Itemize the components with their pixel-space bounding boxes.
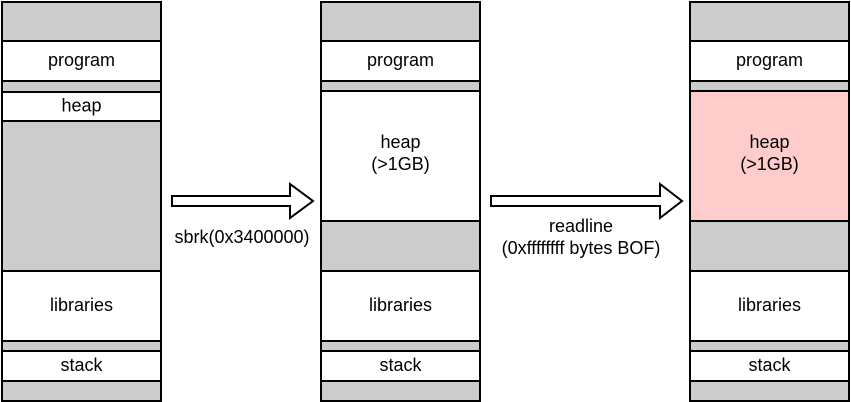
segment-free-space — [1, 1, 162, 42]
segment-label-heap: heap(>1GB) — [371, 132, 430, 174]
segment-free-space — [320, 220, 481, 272]
segment-label-program: program — [367, 50, 434, 70]
segment-free-space — [689, 220, 850, 272]
segment-program — [689, 40, 850, 82]
arrow-sbrk-label: sbrk(0x3400000) — [174, 227, 309, 247]
segment-free-space — [1, 80, 162, 93]
segment-free-space — [1, 380, 162, 402]
segment-label-heap: heap — [61, 96, 101, 116]
segment-label-stack: stack — [379, 355, 422, 375]
segment-label-heap: heap(>1GB) — [740, 132, 799, 174]
memory-column-initial: program heap libraries stack — [1, 1, 162, 402]
arrow-sbrk: sbrk(0x3400000) — [171, 182, 315, 247]
segment-free-space — [320, 340, 481, 352]
segment-free-space — [1, 340, 162, 352]
segment-libraries — [1, 270, 162, 342]
memory-column-after-readline: program heap(>1GB) libraries stack — [689, 1, 850, 402]
segment-label-program: program — [736, 50, 803, 70]
segment-free-space — [689, 340, 850, 352]
segment-heap — [320, 90, 481, 222]
arrow-readline-shape — [490, 181, 684, 221]
arrow-readline: readline(0xffffffff bytes BOF) — [490, 181, 684, 258]
segment-label-libraries: libraries — [369, 295, 432, 315]
segment-stack — [1, 350, 162, 382]
segment-label-libraries: libraries — [738, 295, 801, 315]
segment-free-space — [689, 380, 850, 402]
segment-free-space — [689, 80, 850, 92]
segment-free-space — [320, 380, 481, 402]
segment-label-program: program — [48, 50, 115, 70]
segment-free-space — [689, 1, 850, 42]
segment-program — [1, 40, 162, 82]
segment-stack — [689, 350, 850, 382]
segment-label-libraries: libraries — [50, 295, 113, 315]
segment-label-stack: stack — [60, 355, 103, 375]
memory-column-after-sbrk: program heap(>1GB) libraries stack — [320, 1, 481, 402]
segment-free-space — [320, 80, 481, 92]
segment-free-space — [1, 120, 162, 272]
arrow-sbrk-shape — [171, 182, 315, 220]
segment-label-stack: stack — [748, 355, 791, 375]
segment-free-space — [320, 1, 481, 42]
segment-heap — [689, 90, 850, 222]
arrow-readline-label: readline(0xffffffff bytes BOF) — [502, 216, 661, 258]
segment-libraries — [689, 270, 850, 342]
